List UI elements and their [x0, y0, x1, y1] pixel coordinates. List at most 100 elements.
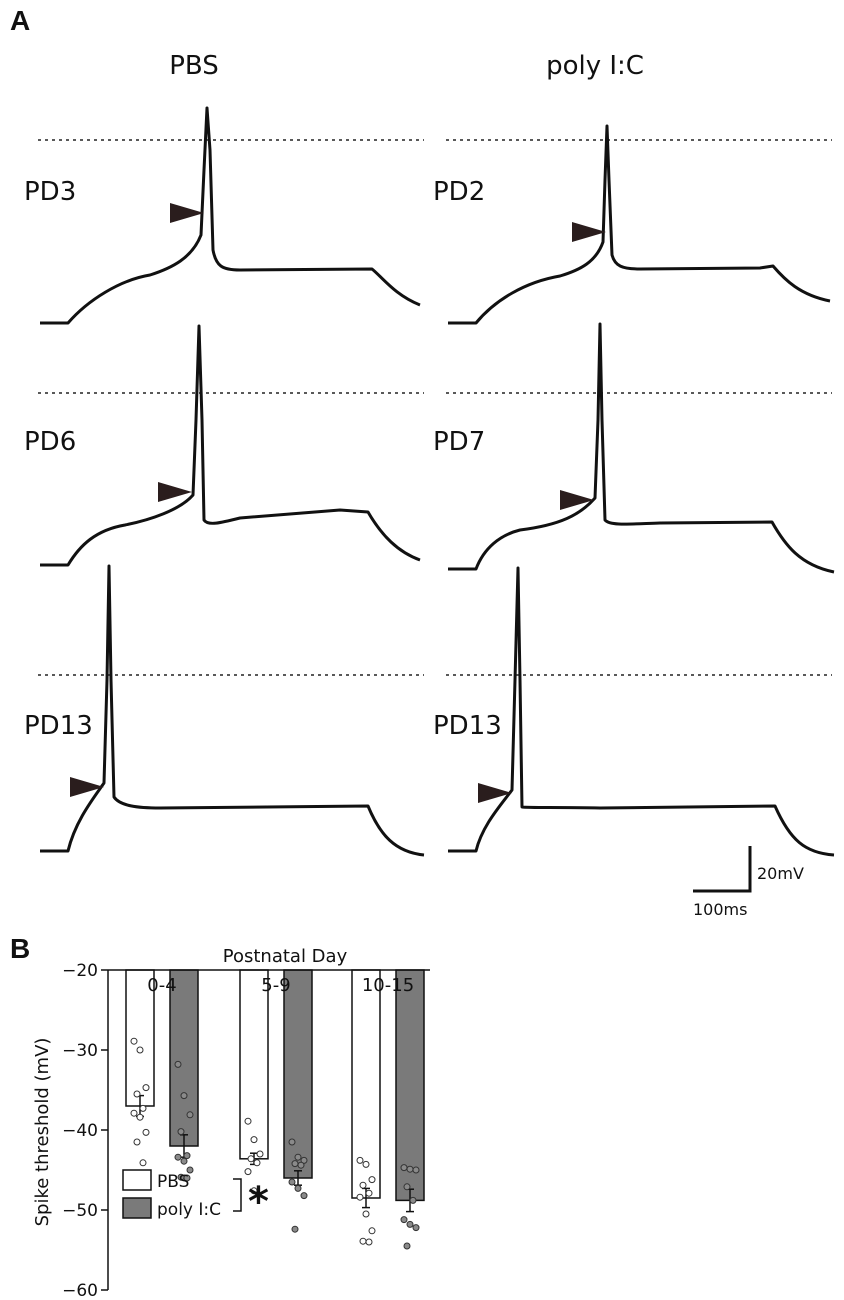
data-point [183, 1152, 191, 1160]
data-point [250, 1136, 258, 1144]
data-point [133, 1090, 141, 1098]
data-point [294, 1153, 302, 1161]
data-point [406, 1165, 414, 1173]
data-point [136, 1113, 144, 1121]
voltage-traces [38, 106, 835, 857]
data-point [139, 1104, 147, 1112]
data-point [359, 1237, 367, 1245]
y-tick-label: −40 [62, 1121, 98, 1141]
data-point [186, 1111, 194, 1119]
data-point [250, 1187, 258, 1195]
voltage-trace [40, 564, 425, 857]
legend-swatch-pbs [122, 1169, 152, 1191]
data-point [294, 1184, 302, 1192]
voltage-trace [448, 322, 835, 574]
data-point [142, 1128, 150, 1136]
scale-bar: 20mV 100ms [693, 846, 804, 919]
data-point [362, 1160, 370, 1168]
panel-b-label: B [10, 933, 30, 964]
data-point [356, 1156, 364, 1164]
data-point [412, 1166, 420, 1174]
data-point [300, 1192, 308, 1200]
bar-polyic [169, 969, 199, 1147]
data-point [291, 1225, 299, 1233]
voltage-trace [40, 106, 421, 325]
data-point [365, 1189, 373, 1197]
data-point [142, 1084, 150, 1092]
data-point [244, 1117, 252, 1125]
trace-label-pd3: PD3 [24, 177, 76, 207]
data-point [139, 1159, 147, 1167]
y-tick-label: −30 [62, 1041, 98, 1061]
data-point [244, 1168, 252, 1176]
scale-bar-voltage-label: 20mV [757, 864, 804, 883]
voltage-trace [448, 566, 835, 857]
y-tick-label: −60 [62, 1281, 98, 1300]
y-tick-label: −20 [62, 961, 98, 981]
legend-swatch-polyic [122, 1197, 152, 1219]
data-point [133, 1138, 141, 1146]
trace-label-pd13-polyic: PD13 [433, 711, 502, 741]
threshold-arrowhead [560, 490, 594, 510]
data-point [288, 1138, 296, 1146]
data-point [174, 1060, 182, 1068]
data-point [288, 1178, 296, 1186]
data-point [368, 1176, 376, 1184]
data-point [412, 1224, 420, 1232]
bar-polyic [395, 969, 425, 1202]
x-category-label: 10-15 [362, 975, 414, 996]
y-axis: −20−30−40−50−60 [62, 961, 430, 1300]
x-category-label: 5-9 [261, 975, 290, 996]
scale-bar-time-label: 100ms [693, 900, 747, 919]
trace-label-pd13-pbs: PD13 [24, 711, 93, 741]
data-point [403, 1242, 411, 1250]
threshold-arrowhead [478, 783, 512, 803]
y-axis-label: Spike threshold (mV) [32, 1038, 53, 1227]
threshold-arrowhead [70, 777, 104, 797]
threshold-arrowhead [158, 482, 192, 502]
threshold-arrowhead [572, 222, 606, 242]
bar-polyic [283, 969, 313, 1179]
bar-pbs [239, 969, 269, 1160]
data-point [406, 1220, 414, 1228]
data-point [409, 1196, 417, 1204]
legend-label-pbs: PBS [157, 1172, 189, 1192]
data-point [180, 1157, 188, 1165]
data-point [136, 1046, 144, 1054]
data-point [356, 1193, 364, 1201]
voltage-trace [40, 324, 421, 567]
bar-layer [125, 969, 425, 1250]
data-point [368, 1227, 376, 1235]
data-point [253, 1159, 261, 1167]
spike-threshold-chart: Postnatal Day Spike threshold (mV) −20 −3… [32, 946, 430, 1300]
data-point [297, 1161, 305, 1169]
legend-label-polyic: poly I:C [157, 1200, 221, 1220]
threshold-arrowhead [170, 203, 204, 223]
voltage-trace [448, 124, 831, 325]
data-point [365, 1238, 373, 1246]
data-point [247, 1155, 255, 1163]
data-point [291, 1160, 299, 1168]
trace-label-pd6: PD6 [24, 427, 76, 457]
column-label-polyic: poly I:C [546, 51, 644, 81]
trace-label-pd2: PD2 [433, 177, 485, 207]
data-point [400, 1216, 408, 1224]
data-point [183, 1174, 191, 1182]
x-category-label: 0-4 [147, 975, 176, 996]
legend-bracket [233, 1178, 242, 1212]
bar-pbs [125, 969, 155, 1107]
data-point [400, 1164, 408, 1172]
column-label-pbs: PBS [169, 51, 219, 81]
trace-label-pd7: PD7 [433, 427, 485, 457]
data-point [403, 1183, 411, 1191]
scale-bar-lines [693, 846, 752, 893]
chart-title: Postnatal Day [223, 946, 348, 967]
data-point [362, 1210, 370, 1218]
legend: PBS poly I:C * [122, 1169, 269, 1225]
panel-a-label: A [10, 5, 30, 36]
data-point [130, 1037, 138, 1045]
data-point [180, 1092, 188, 1100]
data-point [130, 1109, 138, 1117]
data-point [359, 1181, 367, 1189]
